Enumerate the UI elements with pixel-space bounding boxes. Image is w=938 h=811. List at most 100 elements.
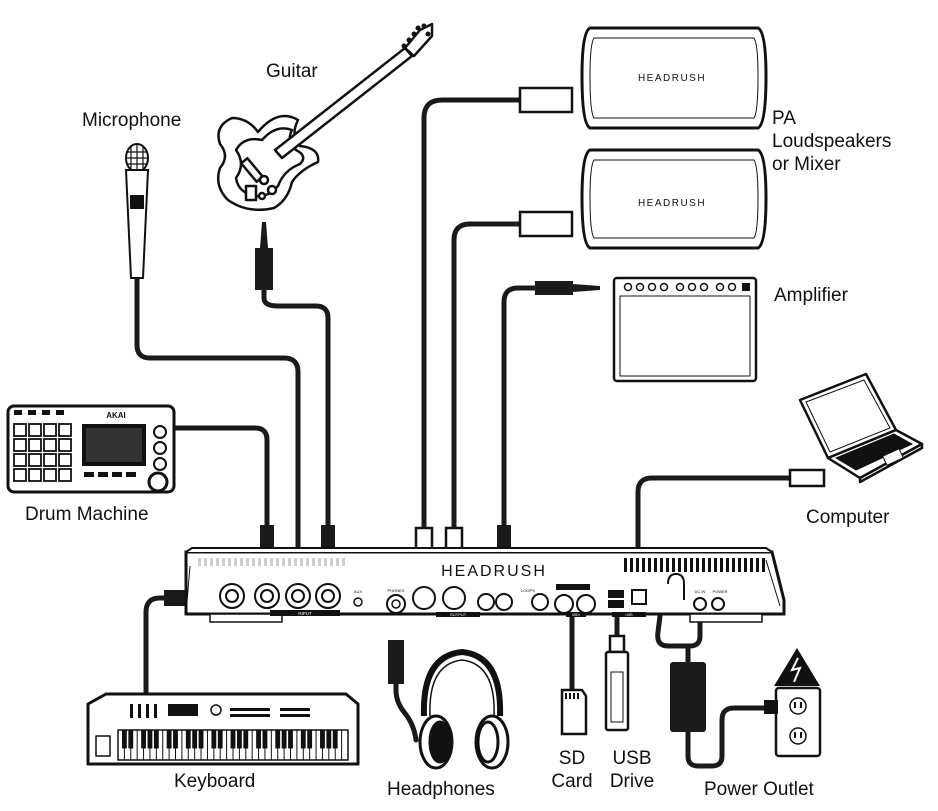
drum-pads [13, 423, 72, 482]
dc-in-label: DC IN [695, 589, 706, 594]
piano-black-key [192, 729, 198, 749]
drum-logo: AKAI [106, 411, 126, 420]
piano-black-key [230, 729, 236, 749]
piano-black-key [147, 729, 153, 749]
piano-black-key [185, 729, 191, 749]
pa-label-line1: PA [772, 108, 796, 129]
power-adapter-icon [670, 662, 706, 732]
microphone-icon [124, 143, 150, 279]
aux-label: AUX [354, 589, 363, 594]
power-outlet-label: Power Outlet [704, 779, 814, 800]
sd-card-icon [560, 688, 588, 736]
loops-jack [531, 593, 549, 611]
aux-jack [353, 597, 363, 607]
piano-black-key [141, 729, 146, 749]
jack-plug-icon [388, 640, 404, 684]
speaker-logo: HEADRUSH [638, 73, 706, 84]
amplifier-label: Amplifier [774, 285, 848, 306]
piano-black-key [332, 729, 338, 749]
usb-port [608, 600, 624, 608]
jack-tip-icon [260, 222, 268, 248]
usb-b-port [631, 589, 647, 605]
guitar-icon [217, 22, 434, 211]
keyboard-cable [143, 595, 213, 698]
pa-speaker-1: HEADRUSH [580, 26, 768, 130]
usb-drive-label-line2: Drive [609, 771, 655, 792]
piano-black-key [320, 729, 325, 749]
usb-label: USB [625, 613, 633, 617]
pa-speaker-2: HEADRUSH [580, 148, 768, 250]
piano-black-key [300, 729, 306, 749]
piano-black-key [173, 729, 178, 749]
usb-port [608, 590, 624, 598]
pa-label-line3: or Mixer [772, 154, 841, 175]
drum-machine-icon: AKAI [6, 404, 176, 494]
output-jacks [412, 586, 513, 611]
power-outlet-cable [685, 705, 775, 769]
warning-icon [774, 648, 820, 686]
piano-black-key [326, 729, 332, 749]
pa-speaker-2-cable [451, 221, 523, 533]
xlr-plug-icon [518, 86, 574, 114]
power-label: POWER [712, 589, 727, 594]
vent-grille [622, 558, 766, 572]
speaker-logo: HEADRUSH [638, 198, 706, 209]
piano-black-key [256, 729, 261, 749]
piano-black-key [307, 729, 313, 749]
usb-drive-icon [604, 634, 630, 732]
sd-slot [556, 584, 590, 590]
usb-drive-label-line1: USB [612, 748, 652, 769]
piano-black-key [288, 729, 293, 749]
piano-black-key [153, 729, 159, 749]
piano-black-key [217, 729, 223, 749]
power-outlet-icon [764, 648, 822, 758]
piano-black-key [166, 729, 172, 749]
midi-port [576, 594, 596, 614]
computer-cable [635, 475, 793, 571]
loops-label: LOOPS [521, 588, 535, 593]
piano-black-key [243, 729, 249, 749]
computer-icon [798, 372, 924, 484]
input-jacks [219, 583, 341, 609]
piano-black-key [211, 729, 217, 749]
guitar-cable [261, 287, 331, 533]
headphones-icon [418, 648, 510, 770]
jack-plug-icon [255, 248, 273, 290]
sd-card-label-line1: SD [558, 748, 586, 769]
jack-tip-icon [573, 284, 600, 292]
piano-black-key [236, 729, 242, 749]
microphone-cable [134, 275, 301, 553]
midi-label: MIDI [572, 613, 579, 617]
power-supply-cable [655, 597, 703, 649]
piano-keys [117, 729, 349, 760]
headphones-label: Headphones [387, 779, 495, 800]
sd-card-label-line2: Card [551, 771, 593, 792]
computer-label: Computer [806, 507, 890, 528]
keyboard-label: Keyboard [174, 771, 256, 792]
jack-plug-icon [535, 281, 573, 295]
piano-black-key [121, 729, 127, 749]
phones-label: PHONES [388, 588, 405, 593]
microphone-label: Microphone [82, 110, 182, 131]
cable-clip [667, 572, 685, 600]
headrush-unit: HEADRUSH INPUT AUX PHONES OUTPUT LOOPS [184, 547, 786, 623]
pa-speaker-1-cable [421, 97, 523, 533]
output-label: OUTPUT [450, 612, 467, 617]
cable-plugs [164, 86, 826, 684]
piano-black-key [275, 729, 281, 749]
amplifier-icon [612, 276, 758, 383]
midi-port [554, 594, 574, 614]
drum-machine-label: Drum Machine [25, 504, 149, 525]
amplifier-cable [501, 285, 538, 533]
piano-black-key [281, 729, 287, 749]
dc-in-jack [693, 597, 707, 611]
pa-label-line2: Loudspeakers [772, 131, 892, 152]
guitar-label: Guitar [266, 61, 318, 82]
cables [134, 97, 793, 769]
vent-grille [196, 558, 346, 566]
drum-machine-cable [169, 425, 270, 533]
headphones-cable [393, 652, 419, 743]
power-switch [711, 597, 725, 611]
